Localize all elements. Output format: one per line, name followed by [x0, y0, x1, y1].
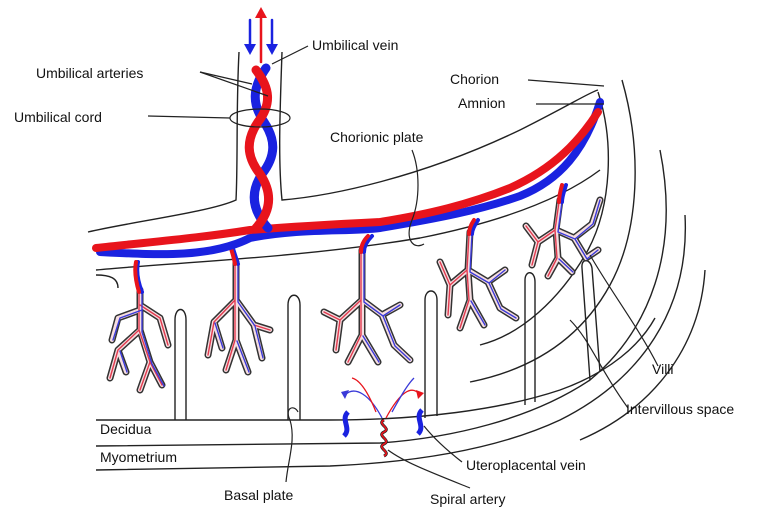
label-chorionic-plate: Chorionic plate [330, 129, 424, 145]
cord-flow-arrows [244, 7, 278, 62]
septum-1 [96, 275, 118, 288]
label-umbilical-vein: Umbilical vein [312, 37, 398, 53]
label-amnion: Amnion [458, 95, 505, 111]
outer-arc-1 [96, 150, 666, 446]
basal-plate-line [96, 318, 655, 420]
leader-umbilical-cord [148, 116, 230, 118]
label-villi: Villi [652, 361, 674, 377]
leader-spiral-artery [388, 450, 470, 488]
label-spiral-artery: Spiral artery [430, 491, 505, 507]
label-decidua: Decidua [100, 421, 152, 437]
uteroplacental-vein-left [344, 412, 348, 436]
label-intervillous-space: Intervillous space [626, 401, 734, 417]
label-basal-plate: Basal plate [224, 487, 293, 503]
label-umbilical-cord: Umbilical cord [14, 109, 102, 125]
label-chorion: Chorion [450, 71, 499, 87]
leader-umbilical-vein [272, 46, 308, 64]
septum-4 [425, 291, 437, 418]
labels: Umbilical vein Umbilical arteries Umbili… [14, 37, 734, 507]
leader-chorionic-plate [409, 150, 424, 246]
villus-tree-5 [526, 200, 600, 276]
label-uteroplacental-vein: Uteroplacental vein [466, 457, 586, 473]
uteroplacental-vein-right [418, 410, 422, 434]
leader-umbilical-arteries-a [200, 72, 252, 84]
villus-tree-2 [208, 262, 270, 372]
septum-3 [288, 295, 300, 420]
tissue-outlines [88, 52, 705, 470]
flow-arc-left [345, 391, 382, 418]
leader-villi [590, 255, 658, 366]
villus-tree-4 [440, 232, 516, 328]
leader-chorion [528, 80, 604, 86]
septum-5 [525, 273, 535, 405]
villus-tree-1 [110, 290, 168, 390]
label-myometrium: Myometrium [100, 449, 177, 465]
villus-tree-3 [324, 250, 410, 362]
septum-2 [175, 310, 186, 421]
label-umbilical-arteries: Umbilical arteries [36, 65, 143, 81]
